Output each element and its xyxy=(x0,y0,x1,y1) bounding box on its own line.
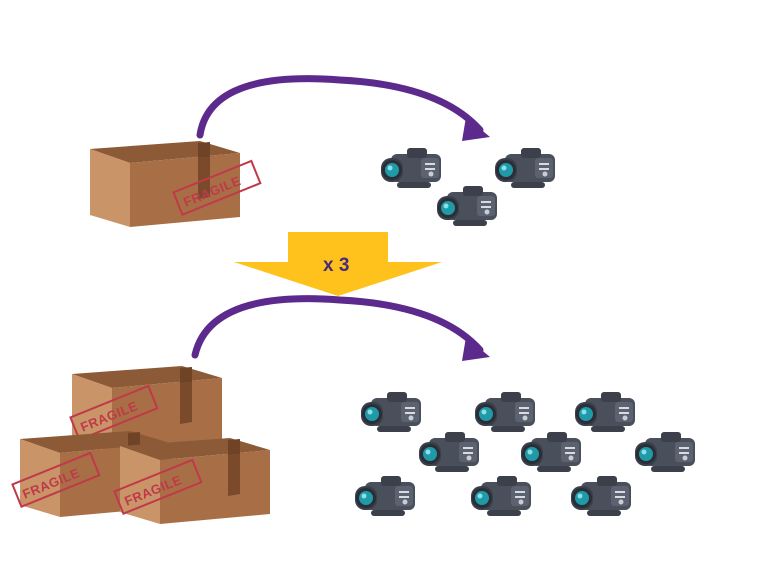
camcorder-icon xyxy=(635,432,695,472)
camcorder-icon xyxy=(521,432,581,472)
camcorder-icon xyxy=(495,148,555,188)
camcorder-group-row1 xyxy=(381,148,555,226)
camcorder-icon xyxy=(361,392,421,432)
multiplier-label: x 3 xyxy=(323,255,349,276)
box-stack: FRAGILE FRAGILE FRAGILE xyxy=(11,366,270,524)
camcorder-icon xyxy=(381,148,441,188)
camcorder-icon xyxy=(419,432,479,472)
camcorder-icon xyxy=(355,476,415,516)
curved-arrow-icon xyxy=(191,295,490,361)
box-icon: FRAGILE xyxy=(113,438,270,524)
camcorder-icon xyxy=(571,476,631,516)
camcorder-icon xyxy=(437,186,497,226)
camcorder-group-row2 xyxy=(355,392,695,516)
down-arrow-icon: x 3 xyxy=(234,232,442,296)
curved-arrow-icon xyxy=(196,75,490,141)
camcorder-icon xyxy=(475,392,535,432)
camcorder-icon xyxy=(471,476,531,516)
camcorder-icon xyxy=(575,392,635,432)
box-icon: FRAGILE xyxy=(90,141,262,227)
